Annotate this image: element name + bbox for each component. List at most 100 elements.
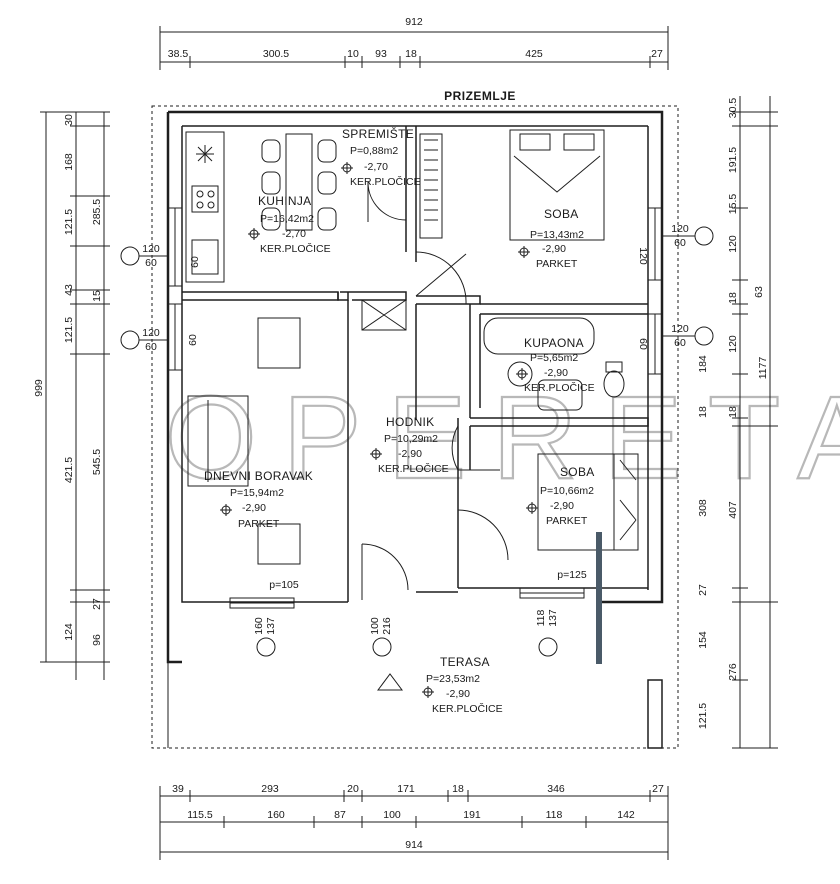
- room-height-kupaona: -2,90: [544, 367, 568, 379]
- room-height-hodnik: -2,90: [398, 448, 422, 460]
- room-floor-kupaona: KER.PLOČICE: [524, 381, 595, 394]
- bottom-total: 914: [405, 839, 423, 851]
- room-height-soba2: -2,90: [550, 500, 574, 512]
- bottom-dim-6: 346: [547, 783, 565, 795]
- top-dim-7: 27: [651, 48, 663, 60]
- room-name-kuhinja: KUHINJA: [258, 194, 311, 208]
- room-name-soba1: SOBA: [544, 207, 579, 221]
- door-tag-1-b: 137: [265, 617, 277, 635]
- room-soba2: SOBA P=10,66m2 -2,90 PARKET: [540, 465, 594, 527]
- room-floor-spremiste: KER.PLOČICE: [350, 175, 421, 188]
- left2-dim-1: 285.5: [91, 199, 103, 225]
- bottom2-dim-1: 115.5: [187, 809, 213, 821]
- bottom-dim-4: 171: [397, 783, 415, 795]
- door-p-dnevni: p=105: [269, 579, 299, 591]
- plan-title: PRIZEMLJE: [444, 89, 516, 103]
- left2-dim-2: 15: [91, 290, 103, 302]
- win-inner-kuhinja: 60: [189, 256, 201, 268]
- left2-dim-4: 96: [91, 634, 103, 646]
- room-name-hodnik: HODNIK: [386, 415, 434, 429]
- window-tag-kuhinja: [120, 246, 140, 266]
- win-inner-soba1: 120: [637, 247, 649, 265]
- top-dim-3: 10: [347, 48, 359, 60]
- window-tag-soba1: [694, 226, 714, 246]
- room-floor-soba2: PARKET: [546, 515, 588, 527]
- bottom2-dim-5: 191: [463, 809, 481, 821]
- left-dim-5: 121.5: [63, 317, 75, 343]
- win-kupaona-h: 60: [674, 337, 686, 349]
- win-dnevni-w: 120: [142, 327, 160, 339]
- door-tag-3-b: 137: [547, 609, 559, 627]
- bottom-dim-2: 293: [261, 783, 279, 795]
- top-total-dimension: 912: [405, 16, 423, 28]
- window-tag-dnevni: [120, 330, 140, 350]
- watermark: OPERETA: [165, 372, 840, 504]
- bottom-dim-5: 18: [452, 783, 464, 795]
- room-area-terasa: P=23,53m2: [426, 673, 480, 685]
- left-dim-7: 27: [91, 598, 103, 610]
- room-area-soba1: P=13,43m2: [530, 229, 584, 241]
- room-height-terasa: -2,90: [446, 688, 470, 700]
- right-dim-3: 15.5: [727, 194, 739, 215]
- win-inner-kupaona: 60: [637, 338, 649, 350]
- bottom2-dim-6: 118: [546, 809, 563, 821]
- room-height-dnevni: -2,90: [242, 502, 266, 514]
- right-dim-6: 63: [753, 286, 765, 298]
- right-dim-5: 18: [727, 292, 739, 304]
- left-dimension-lines: [40, 111, 110, 680]
- room-area-spremiste: P=0,88m2: [350, 145, 398, 157]
- left-dim-4: 43: [63, 284, 75, 296]
- room-kupaona: KUPAONA P=5,65m2 -2,90 KER.PLOČICE: [524, 336, 595, 394]
- bottom2-dim-7: 142: [617, 809, 635, 821]
- top-dimension-chain: [159, 26, 669, 70]
- level-markers: [220, 162, 538, 698]
- right2-dim-2: 407: [727, 501, 739, 519]
- right-dim-11: 308: [697, 499, 709, 517]
- room-height-kuhinja: -2,70: [282, 228, 306, 240]
- door-tags: [256, 637, 558, 657]
- room-height-soba1: -2,90: [542, 243, 566, 255]
- bottom2-dim-2: 160: [267, 809, 285, 821]
- room-floor-soba1: PARKET: [536, 258, 578, 270]
- room-floor-terasa: KER.PLOČICE: [432, 702, 503, 715]
- room-floor-kuhinja: KER.PLOČICE: [260, 242, 331, 255]
- room-name-kupaona: KUPAONA: [524, 336, 584, 350]
- doors: [361, 181, 509, 600]
- win-kupaona-w: 120: [671, 323, 689, 335]
- window-tag-kupaona: [694, 326, 714, 346]
- right-dim-14: 121.5: [697, 703, 709, 729]
- right-dim-1: 30.5: [727, 98, 739, 119]
- win-soba1-h: 60: [674, 237, 686, 249]
- door-tag-2-b: 216: [381, 617, 393, 635]
- room-soba1: SOBA P=13,43m2 -2,90 PARKET: [530, 207, 584, 270]
- left-dim-1: 30: [63, 114, 75, 126]
- left2-dim-3: 545.5: [91, 449, 103, 475]
- room-height-spremiste: -2,70: [364, 161, 388, 173]
- door-tag-2-a: 100: [369, 617, 381, 635]
- room-area-soba2: P=10,66m2: [540, 485, 594, 497]
- top-dim-5: 18: [405, 48, 417, 60]
- top-dim-2: 300.5: [263, 48, 289, 60]
- right-dimension-lines: [732, 96, 778, 749]
- left-total: 999: [33, 379, 45, 397]
- room-kuhinja: KUHINJA P=16,42m2 -2,70 KER.PLOČICE: [258, 194, 331, 255]
- door-p-soba2: p=125: [557, 569, 587, 581]
- right-dim-8: 18: [727, 406, 739, 418]
- bottom-dimension-lines: [159, 786, 669, 860]
- left-dim-6: 421.5: [63, 457, 75, 483]
- room-floor-hodnik: KER.PLOČICE: [378, 462, 449, 475]
- door-tag-1-a: 160: [253, 617, 265, 635]
- left-dim-8: 124: [63, 623, 75, 641]
- bottom-dim-7: 27: [652, 783, 664, 795]
- marker-bar: [596, 532, 602, 664]
- room-area-kuhinja: P=16,42m2: [260, 213, 314, 225]
- right-dim-9: 184: [697, 355, 709, 373]
- win-kuhinja-w: 120: [142, 243, 160, 255]
- room-hodnik: HODNIK P=10,29m2 -2,90 KER.PLOČICE: [378, 415, 449, 475]
- room-area-dnevni: P=15,94m2: [230, 487, 284, 499]
- room-name-dnevni: DNEVNI BORAVAK: [204, 469, 313, 483]
- room-floor-dnevni: PARKET: [238, 518, 280, 530]
- door-tag-3-a: 118: [535, 609, 547, 626]
- bottom2-dim-4: 100: [383, 809, 401, 821]
